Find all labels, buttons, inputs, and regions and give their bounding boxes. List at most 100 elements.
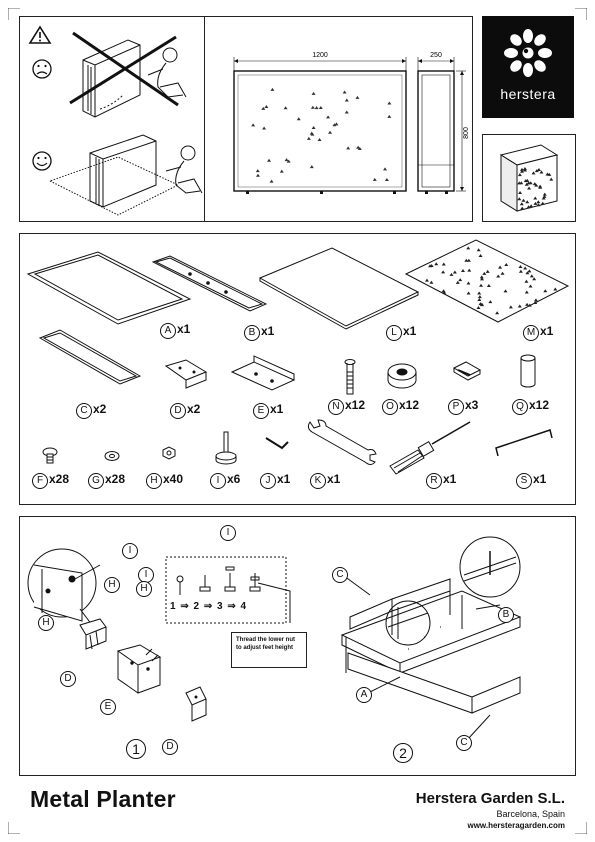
assembly-callout: H (136, 581, 152, 597)
part-quantity: x28 (49, 472, 70, 486)
overview-panel: 1200 250 800 (19, 16, 473, 222)
part-s-hex-key (495, 429, 553, 457)
part-letter: S (516, 473, 532, 489)
part-m-sheet (404, 239, 570, 323)
part-letter: R (426, 473, 442, 489)
width-dimension: 1200 (312, 52, 328, 59)
part-quantity: x1 (403, 324, 417, 338)
part-letter: P (448, 399, 464, 415)
crop-mark-bottom-left (8, 822, 20, 834)
part-p-pad (452, 361, 482, 381)
part-quantity: x1 (540, 324, 554, 338)
part-j-allen-key (265, 437, 289, 450)
part-letter: O (382, 399, 398, 415)
part-r-screwdriver (389, 421, 471, 475)
planter-thumbnail (482, 134, 576, 222)
part-letter: I (210, 473, 226, 489)
assembly-callout: A (356, 687, 372, 703)
part-quantity: x12 (529, 398, 550, 412)
depth-dimension: 250 (430, 52, 442, 59)
part-quantity: x2 (93, 402, 107, 416)
part-letter: G (88, 473, 104, 489)
sequence-step-1: 1 (170, 601, 177, 612)
part-letter: C (76, 403, 92, 419)
part-a-frame (26, 251, 192, 325)
part-i-foot (215, 431, 237, 465)
part-quantity: x3 (465, 398, 479, 412)
part-n-bolt (344, 359, 356, 395)
assembly-illustrations (27, 536, 522, 740)
part-quantity: x1 (533, 472, 547, 486)
company-city: Barcelona, Spain (496, 809, 565, 819)
foot-assembly-sequence: 1 ⇒ 2 ⇒ 3 ⇒ 4 (170, 601, 248, 612)
part-d-bracket (164, 359, 208, 389)
part-quantity: x1 (327, 472, 341, 486)
warning-icon (28, 25, 52, 44)
crop-mark-top-right (575, 8, 587, 20)
company-website: www.hersteragarden.com (467, 821, 565, 830)
part-c-beam (38, 329, 142, 385)
assembly-panel: 1 ⇒ 2 ⇒ 3 ⇒ 4 Thread the lower nut to ad… (19, 516, 576, 776)
assembly-callout: D (162, 739, 178, 755)
planter-dimension-drawing: 1200 250 800 (233, 52, 468, 194)
part-letter: Q (512, 399, 528, 415)
part-letter: H (146, 473, 162, 489)
sad-face-icon (32, 59, 52, 79)
part-h-nut (162, 446, 176, 460)
sequence-step-4: 4 (240, 601, 248, 612)
part-k-wrench (307, 419, 377, 465)
sequence-step-2: 2 (193, 601, 201, 612)
step-2-number: 2 (393, 743, 413, 763)
part-quantity: x6 (227, 472, 241, 486)
step-1-number: 1 (126, 739, 146, 759)
part-quantity: x2 (187, 402, 201, 416)
setup-warning-illustration (28, 25, 203, 216)
part-quantity: x40 (163, 472, 184, 486)
part-quantity: x1 (277, 472, 291, 486)
part-letter: A (160, 323, 176, 339)
assembly-callout: E (100, 699, 116, 715)
logo-wordmark: herstera (500, 86, 556, 102)
assembly-callout: B (498, 607, 514, 623)
part-letter: J (260, 473, 276, 489)
flower-logo-icon (504, 29, 552, 77)
part-letter: D (170, 403, 186, 419)
part-f-screw (42, 447, 58, 464)
height-dimension: 800 (463, 127, 468, 139)
happy-face-icon (32, 151, 52, 171)
crop-mark-bottom-right (575, 822, 587, 834)
panel-divider (204, 17, 205, 221)
parts-illustrations (26, 239, 570, 475)
part-quantity: x1 (270, 402, 284, 416)
assembly-callout: H (38, 615, 54, 631)
part-letter: B (244, 325, 260, 341)
assembly-callout: H (104, 577, 120, 593)
part-g-washer (104, 451, 120, 461)
part-letter: M (523, 325, 539, 341)
part-letter: L (386, 325, 402, 341)
part-quantity: x1 (261, 324, 275, 338)
part-letter: N (328, 399, 344, 415)
part-letter: K (310, 473, 326, 489)
document-title: Metal Planter (30, 786, 176, 812)
sequence-step-3: 3 (217, 601, 224, 612)
part-b-beam (151, 255, 268, 312)
part-o-wheel (387, 363, 417, 389)
part-l-sheet (258, 247, 420, 330)
part-letter: E (253, 403, 269, 419)
